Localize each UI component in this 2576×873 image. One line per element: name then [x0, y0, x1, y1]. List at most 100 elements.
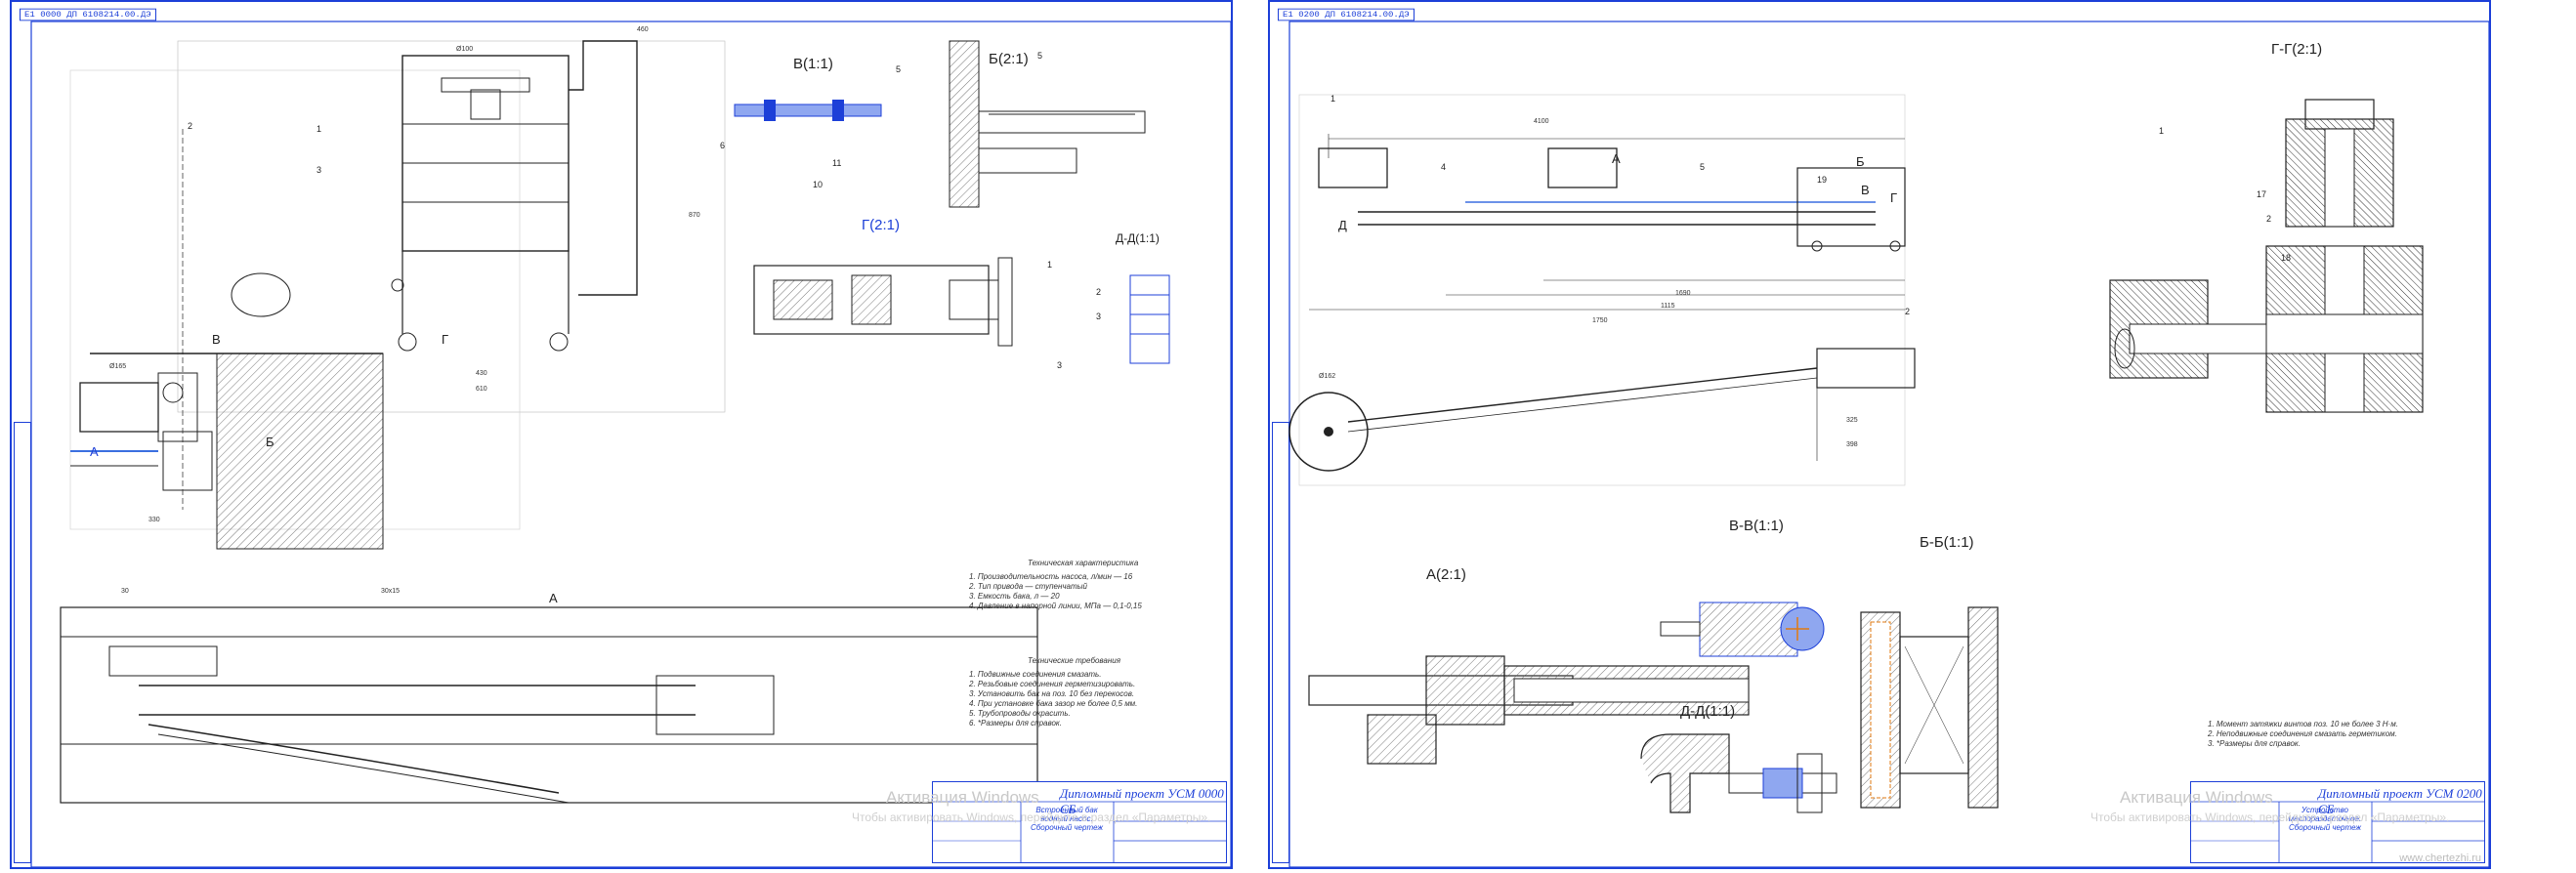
dispenser-top-view: [1309, 134, 1906, 311]
section-a-label: А(2:1): [1426, 566, 1466, 583]
dim-d7: 398: [1846, 441, 1858, 448]
svg-text:Д: Д: [1338, 218, 1347, 232]
callout-3: 3: [317, 165, 321, 175]
tech-req-line: 5. Трубопроводы окрасить.: [969, 709, 1071, 718]
dim-d4: 1750: [1592, 317, 1608, 324]
section-gg-drawing: [2109, 99, 2424, 413]
title-block-subtitle: Встроенный бак водный насос. Сборочный ч…: [1031, 806, 1103, 832]
tank-cart: [391, 40, 638, 352]
inner-frame: [30, 21, 1232, 868]
floor-block: [90, 353, 384, 550]
dim-d5: Ø162: [1319, 373, 1335, 380]
svg-text:2: 2: [1905, 307, 1910, 316]
view-a-arrow-label: А: [90, 444, 99, 459]
dim-d3: 460: [637, 26, 649, 33]
stamp-code: Е1 0000 ДП 6108214.00.ДЭ: [20, 8, 156, 21]
stamp-code: Е1 0200 ДП 6108214.00.ДЭ: [1278, 8, 1415, 21]
callout-1: 1: [317, 124, 321, 134]
svg-text:1: 1: [1047, 260, 1052, 270]
title-block-title: Дипломный проект УСМ 0200 СБ: [2318, 786, 2482, 816]
section-vv-label: В-В(1:1): [1729, 518, 1784, 534]
tech-char-line: 3. Емкость бака, л — 20: [969, 592, 1060, 601]
svg-text:Г: Г: [1890, 190, 1897, 205]
svg-text:5: 5: [1037, 51, 1042, 61]
note-line: 2. Неподвижные соединения смазать гермет…: [2208, 729, 2397, 738]
os-watermark-sub: Чтобы активировать Windows, перейдите в …: [2090, 811, 2450, 824]
tech-requirements: Технические требования 1. Подвижные соед…: [969, 656, 1213, 728]
view-b2-label: Б: [266, 435, 274, 449]
svg-text:А: А: [1612, 151, 1621, 166]
dim-d3: 1115: [1661, 303, 1675, 310]
svg-text:1: 1: [1330, 94, 1335, 104]
callout-2: 2: [188, 121, 192, 131]
svg-text:3: 3: [1057, 360, 1062, 370]
section-bb-drawing: [1860, 606, 1999, 809]
section-d-label: Д-Д(1:1): [1116, 231, 1160, 245]
os-watermark-sub: Чтобы активировать Windows, перейдите в …: [852, 811, 1211, 824]
section-dd-label: Д-Д(1:1): [1680, 703, 1736, 720]
os-watermark: Активация Windows: [886, 788, 1039, 807]
view-g-label: Г: [442, 332, 448, 347]
title-block-subtitle: Устройство маслораздаточное. Сборочный ч…: [2288, 806, 2362, 832]
svg-text:4: 4: [1441, 162, 1446, 172]
svg-text:17: 17: [2257, 189, 2266, 199]
section-g-label: Г(2:1): [862, 217, 900, 233]
section-dd-drawing: [1640, 733, 1837, 813]
title-block-title: Дипломный проект УСМ 0000 СБ: [1060, 786, 1224, 816]
tech-req-line: 3. Установить бак на поз. 10 без перекос…: [969, 689, 1135, 698]
section-d-drawing: [1129, 274, 1170, 364]
tech-char-line: 2. Тип привода — ступенчатый: [969, 582, 1087, 591]
svg-text:3: 3: [1096, 312, 1101, 321]
section-gg-label: Г-Г(2:1): [2271, 41, 2323, 58]
section-g-drawing: [753, 257, 1013, 347]
dim-d1: Ø100: [456, 46, 473, 53]
svg-text:1: 1: [2159, 126, 2164, 136]
drawing-canvas-right: 4100 1690 1115 1750 Ø162 325 398 1 4 5 1…: [1288, 21, 2490, 868]
svg-text:19: 19: [1817, 175, 1827, 185]
guide: [177, 40, 726, 413]
section-b-drawing: [949, 40, 1146, 208]
dim-d9: Ø165: [109, 363, 126, 370]
dim-d6: 325: [1846, 417, 1858, 424]
tech-req-line: 1. Подвижные соединения смазать.: [969, 670, 1102, 679]
section-v-label: В(1:1): [793, 56, 833, 72]
tech-char-line: 1. Производительность насоса, л/мин — 16: [969, 572, 1133, 581]
dim-d8: 30х15: [381, 588, 400, 595]
drawing-sheet-right: Е1 0200 ДП 6108214.00.ДЭ: [1268, 0, 2491, 869]
tech-req-line: 2. Резьбовые соединения герметизировать.: [969, 680, 1136, 688]
section-a-drawing: [1308, 655, 1750, 765]
section-v-drawing: [734, 100, 882, 121]
dim-d2: 1690: [1675, 290, 1691, 297]
section-bb-label: Б-Б(1:1): [1920, 534, 1974, 551]
svg-text:Б: Б: [1856, 154, 1865, 169]
tech-char-header: Техническая характеристика: [1028, 559, 1139, 567]
svg-text:18: 18: [2281, 253, 2291, 263]
drawing-sheet-left: Е1 0000 ДП 6108214.00.ДЭ: [10, 0, 1233, 869]
svg-text:В: В: [1861, 183, 1870, 197]
svg-text:6: 6: [720, 141, 725, 150]
dim-d2: 870: [689, 212, 700, 219]
title-block: Дипломный проект УСМ 0200 СБ Устройство …: [2190, 781, 2485, 863]
tech-char-line: 4. Давление в напорной линии, МПа — 0,1-…: [969, 602, 1142, 610]
section-vv-drawing: [1660, 602, 1825, 657]
assembly-notes: 1. Момент затяжки винтов поз. 10 не боле…: [2208, 720, 2481, 749]
svg-text:10: 10: [813, 180, 823, 189]
view-a-bottom-label: А: [549, 591, 558, 605]
os-watermark: Активация Windows: [2120, 788, 2273, 807]
note-line: 3. *Размеры для справок.: [2208, 739, 2301, 748]
svg-text:5: 5: [896, 64, 901, 74]
site-watermark: www.chertezhi.ru: [2399, 852, 2481, 864]
svg-text:2: 2: [2266, 214, 2271, 224]
view-b-label: В: [212, 332, 221, 347]
note-line: 1. Момент затяжки винтов поз. 10 не боле…: [2208, 720, 2398, 728]
tech-characteristics: Техническая характеристика 1. Производит…: [969, 559, 1204, 611]
tech-req-line: 6. *Размеры для справок.: [969, 719, 1062, 728]
view-a-drawing: [60, 606, 1038, 804]
svg-text:5: 5: [1700, 162, 1705, 172]
dispenser-side-view: [1288, 348, 1916, 472]
dim-d5: 610: [476, 386, 487, 393]
tech-req-line: 4. При установке бака зазор не более 0,5…: [969, 699, 1138, 708]
pump-assembly: [70, 129, 291, 510]
drawing-canvas-left: 1 3 2 В Г А Б А Ø100 870 460 430 610 330…: [30, 21, 1232, 868]
dim-d6: 330: [148, 517, 160, 523]
